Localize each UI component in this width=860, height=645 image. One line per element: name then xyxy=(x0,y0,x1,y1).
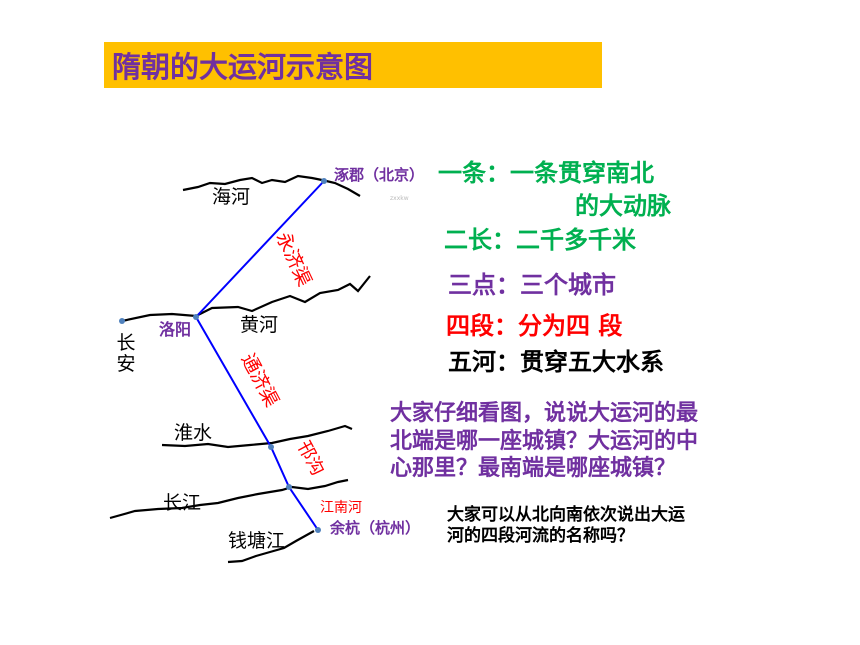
city-label-changan: 长安 xyxy=(116,332,136,375)
river-hai xyxy=(182,174,361,197)
city-label-yuhang: 余杭（杭州） xyxy=(330,519,421,537)
question-two: 大家可以从北向南依次说出大运 河的四段河流的名称吗？ xyxy=(447,505,685,548)
city-dot-zhuojun xyxy=(321,178,327,184)
question-one-line-2: 北端是哪一座城镇？大运河的中 xyxy=(390,428,699,454)
question-one-line-3: 心那里？最南端是哪座城镇？ xyxy=(390,456,677,481)
question-two-line-2: 河的四段河流的名称吗？ xyxy=(447,526,634,547)
city-dot-jiangdu xyxy=(286,484,292,490)
point-five: 五河：贯穿五大水系 xyxy=(448,348,664,376)
city-dot-yuhang xyxy=(315,527,321,533)
river-label-hai: 海河 xyxy=(212,186,251,208)
river-huang xyxy=(121,275,371,323)
city-dot-changan xyxy=(119,318,125,324)
canal-label-yongji: 永济渠 xyxy=(271,229,315,290)
river-label-qiantang: 钱塘江 xyxy=(228,530,286,552)
city-label-luoyang: 洛阳 xyxy=(159,320,192,339)
point-three: 三点：三个城市 xyxy=(448,271,616,299)
canal-label-tongji: 通济渠 xyxy=(237,350,283,411)
page-title: 隋朝的大运河示意图 xyxy=(112,50,374,84)
point-two: 二长：二千多千米 xyxy=(444,226,636,254)
river-label-chang: 长江 xyxy=(163,492,202,514)
question-one-line-1: 大家仔细看图，说说大运河的最 xyxy=(390,401,699,426)
river-huai xyxy=(161,424,353,449)
point-four: 四段：分为四 段 xyxy=(446,312,623,340)
river-label-huang: 黄河 xyxy=(240,314,279,336)
canal-label-jiangnan: 江南河 xyxy=(320,500,362,516)
point-one-line-a: 一条：一条贯穿南北 xyxy=(438,159,654,187)
question-one: 大家仔细看图，说说大运河的最 北端是哪一座城镇？大运河的中 心那里？最南端是哪座… xyxy=(390,400,698,483)
river-chang xyxy=(109,478,349,520)
city-dot-huaiyin xyxy=(268,444,274,450)
point-one-line-b: 的大动脉 xyxy=(575,192,671,220)
title-banner: 隋朝的大运河示意图 xyxy=(104,42,602,88)
city-label-zhuojun: 涿郡（北京） xyxy=(334,166,425,184)
city-dot-luoyang xyxy=(193,314,199,320)
question-two-line-1: 大家可以从北向南依次说出大运 xyxy=(447,505,685,525)
river-label-huai: 淮水 xyxy=(174,422,213,444)
river-qiantang xyxy=(227,530,315,564)
watermark: zxxkw xyxy=(390,195,409,202)
canal-label-hangou: 邗沟 xyxy=(293,437,328,479)
